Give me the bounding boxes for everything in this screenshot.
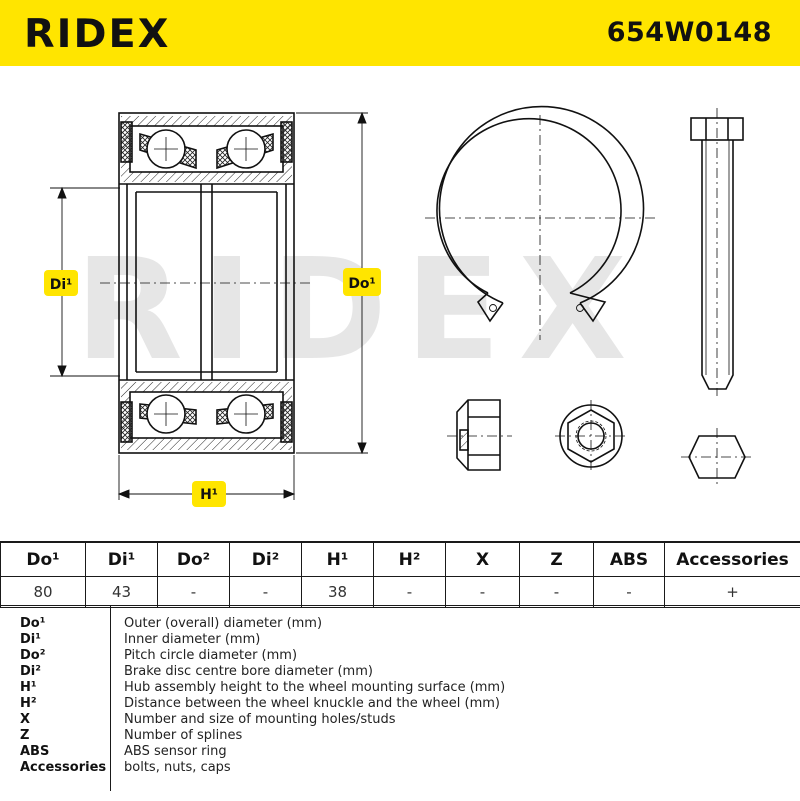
- value-x: -: [446, 577, 520, 608]
- spec-table-header-row: Do¹ Di¹ Do² Di² H¹ H² X Z ABS Accessorie…: [1, 542, 800, 577]
- header-z: Z: [520, 542, 594, 577]
- legend-key: H²: [20, 696, 37, 712]
- legend: Do¹ Outer (overall) diameter (mm) Di¹ In…: [0, 605, 800, 801]
- value-do2: -: [158, 577, 230, 608]
- value-abs: -: [594, 577, 665, 608]
- legend-row: X Number and size of mounting holes/stud…: [0, 712, 800, 728]
- value-h1: 38: [302, 577, 374, 608]
- header-bar: RIDEX 654W0148: [0, 0, 800, 66]
- legend-key: Z: [20, 728, 29, 744]
- legend-key: Accessories: [20, 760, 106, 776]
- legend-key: H¹: [20, 680, 37, 696]
- dimension-label-h: H¹: [192, 481, 226, 507]
- legend-desc: bolts, nuts, caps: [124, 760, 231, 776]
- label-di: Di¹: [50, 277, 73, 293]
- legend-desc: ABS sensor ring: [124, 744, 227, 760]
- value-z: -: [520, 577, 594, 608]
- dimension-label-di: Di¹: [44, 270, 78, 296]
- legend-key: Do²: [20, 648, 45, 664]
- legend-row: Do² Pitch circle diameter (mm): [0, 648, 800, 664]
- legend-row: ABS ABS sensor ring: [0, 744, 800, 760]
- header-do1: Do¹: [1, 542, 86, 577]
- legend-desc: Brake disc centre bore diameter (mm): [124, 664, 373, 680]
- legend-row: Do¹ Outer (overall) diameter (mm): [0, 616, 800, 632]
- ridex-logo: RIDEX: [24, 14, 194, 54]
- legend-row: Di² Brake disc centre bore diameter (mm): [0, 664, 800, 680]
- header-accessories: Accessories: [665, 542, 800, 577]
- technical-drawing: RIDEX: [0, 66, 800, 540]
- label-do: Do¹: [348, 276, 375, 292]
- value-do1: 80: [1, 577, 86, 608]
- legend-key: Do¹: [20, 616, 45, 632]
- spec-table: Do¹ Di¹ Do² Di² H¹ H² X Z ABS Accessorie…: [0, 541, 800, 608]
- legend-row: Z Number of splines: [0, 728, 800, 744]
- legend-desc: Hub assembly height to the wheel mountin…: [124, 680, 505, 696]
- bolt-head-drawing: [681, 428, 753, 486]
- header-di1: Di¹: [86, 542, 158, 577]
- part-number: 654W0148: [607, 17, 772, 48]
- value-h2: -: [374, 577, 446, 608]
- legend-row: H² Distance between the wheel knuckle an…: [0, 696, 800, 712]
- legend-key: ABS: [20, 744, 49, 760]
- watermark-text: RIDEX: [75, 229, 645, 392]
- legend-key: X: [20, 712, 30, 728]
- legend-row: H¹ Hub assembly height to the wheel moun…: [0, 680, 800, 696]
- header-x: X: [446, 542, 520, 577]
- legend-key: Di²: [20, 664, 41, 680]
- legend-desc: Distance between the wheel knuckle and t…: [124, 696, 500, 712]
- legend-row: Di¹ Inner diameter (mm): [0, 632, 800, 648]
- legend-row: Accessories bolts, nuts, caps: [0, 760, 800, 776]
- legend-desc: Pitch circle diameter (mm): [124, 648, 297, 664]
- header-h2: H²: [374, 542, 446, 577]
- spec-table-value-row: 80 43 - - 38 - - - - +: [1, 577, 800, 608]
- legend-desc: Number and size of mounting holes/studs: [124, 712, 395, 728]
- nut-front-drawing: [555, 400, 627, 472]
- value-accessories: +: [665, 577, 800, 608]
- legend-desc: Inner diameter (mm): [124, 632, 260, 648]
- header-di2: Di²: [230, 542, 302, 577]
- label-h: H¹: [200, 487, 218, 503]
- header-abs: ABS: [594, 542, 665, 577]
- header-h1: H¹: [302, 542, 374, 577]
- legend-desc: Number of splines: [124, 728, 242, 744]
- legend-desc: Outer (overall) diameter (mm): [124, 616, 322, 632]
- header-do2: Do²: [158, 542, 230, 577]
- drawing-canvas: RIDEX: [0, 66, 800, 540]
- value-di1: 43: [86, 577, 158, 608]
- dimension-label-do: Do¹: [343, 268, 381, 296]
- ridex-logo-text: RIDEX: [24, 14, 170, 54]
- value-di2: -: [230, 577, 302, 608]
- legend-key: Di¹: [20, 632, 41, 648]
- bolt-drawing: [691, 108, 743, 396]
- cap-side-drawing: [447, 400, 512, 470]
